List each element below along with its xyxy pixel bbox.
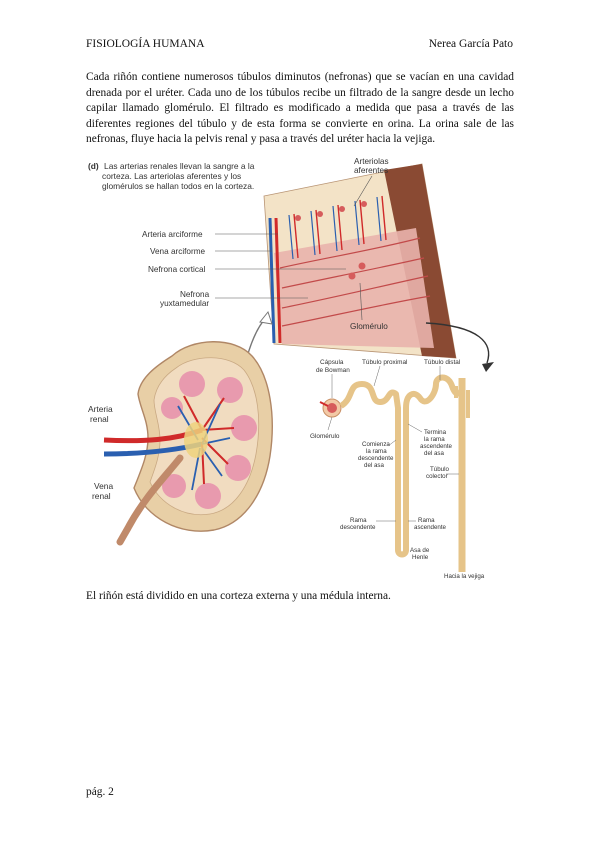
- cortex-wedge-illustration: [263, 163, 457, 359]
- vena-renal-label-1: Vena: [94, 481, 113, 491]
- intro-paragraph: Cada riñón contiene numerosos túbulos di…: [86, 71, 514, 146]
- capsula-bowman-label-1: Cápsula: [320, 359, 344, 366]
- svg-text:Termina la rama as: Termina la rama ascendente del asa: [420, 429, 454, 457]
- closing-sentence: El riñón está dividido en una corteza ex…: [86, 590, 391, 602]
- comienza-label-4: del asa: [364, 462, 385, 469]
- caption-line-2: corteza. Las arteriolas aferentes y los: [102, 171, 241, 181]
- rama-descendente-label-1: Rama: [350, 517, 367, 524]
- caption-line-1: Las arterias renales llevan la sangre a …: [104, 161, 255, 171]
- glomerulo-nephron-label: Glomérulo: [310, 433, 340, 440]
- arteria-renal-label-1: Arteria: [88, 404, 113, 414]
- kidney-figure: (d) Las arterias renales llevan la sangr…: [84, 158, 524, 582]
- nefrona-yuxtamedular-label-2: yuxtamedular: [160, 299, 209, 308]
- termina-label-2: la rama: [424, 436, 445, 443]
- nefrona-yuxtamedular-label-1: Nefrona: [180, 290, 210, 299]
- hacia-vejiga-label: Hacia la vejiga: [444, 573, 485, 580]
- panel-letter: (d): [88, 161, 99, 171]
- termina-label-1: Termina: [424, 429, 447, 436]
- tubulo-colector-label-1: Túbulo: [430, 466, 449, 473]
- capsula-bowman-label-2: de Bowman: [316, 367, 350, 374]
- rama-ascendente-label-1: Rama: [418, 517, 435, 524]
- page-header: FISIOLOGÍA HUMANA Nerea García Pato: [86, 38, 513, 52]
- vena-arciforme-label: Vena arciforme: [150, 247, 206, 256]
- tubulo-proximal-label: Túbulo proximal: [362, 359, 407, 366]
- comienza-label-2: la rama: [366, 448, 387, 455]
- page-number: pág. 2: [86, 786, 114, 798]
- arteria-renal-label-2: renal: [90, 414, 109, 424]
- termina-label-4: del asa: [424, 450, 445, 457]
- header-author: Nerea García Pato: [428, 38, 513, 50]
- asa-henle-label-2: Henle: [412, 554, 429, 561]
- comienza-label-3: descendente: [358, 455, 394, 462]
- kidney-illustration: (d) Las arterias renales llevan la sangr…: [88, 158, 494, 580]
- svg-text:Comienza la rama d: Comienza la rama descendente del asa: [358, 441, 395, 469]
- glomerulo-top-label: Glomérulo: [350, 322, 388, 331]
- arteriolas-label-1: Arteriolas: [354, 158, 389, 166]
- comienza-label-1: Comienza: [362, 441, 390, 448]
- kidney-cross-section-illustration: [103, 341, 273, 546]
- vena-renal-label-2: renal: [92, 491, 111, 501]
- rama-ascendente-label-2: ascendente: [414, 524, 447, 531]
- rama-descendente-label-2: descendente: [340, 524, 376, 531]
- asa-henle-label-1: Asa de: [410, 547, 430, 554]
- nephron-illustration: [319, 374, 470, 572]
- svg-text:(d) Las arterias renales: (d) Las arterias renales llevan la sangr…: [88, 161, 255, 171]
- nefrona-cortical-label: Nefrona cortical: [148, 265, 206, 274]
- arteria-arciforme-label: Arteria arciforme: [142, 230, 203, 239]
- arteriolas-label-2: aferentes: [354, 166, 388, 175]
- tubulo-colector-label-2: colector: [426, 473, 448, 480]
- termina-label-3: ascendente: [420, 443, 453, 450]
- header-subject: FISIOLOGÍA HUMANA: [86, 38, 205, 50]
- caption-line-3: glomérulos se hallan todos en la corteza…: [102, 181, 254, 191]
- tubulo-distal-label: Túbulo distal: [424, 359, 460, 366]
